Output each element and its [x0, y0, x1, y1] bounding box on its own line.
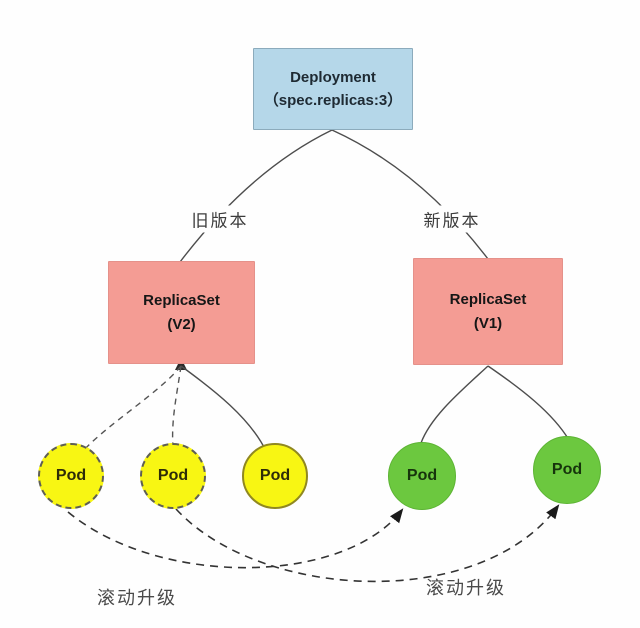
- replicaset-v1-node: ReplicaSet (V1): [413, 258, 563, 365]
- new-version-label: 新版本: [420, 205, 484, 233]
- pod-new-2: Pod: [533, 436, 601, 504]
- deployment-title: Deployment: [290, 68, 376, 86]
- replicaset-v1-name: ReplicaSet: [449, 291, 527, 309]
- replicaset-v1-version: (V1): [473, 314, 503, 332]
- pod-old-1-label: Pod: [55, 467, 87, 484]
- edge-rs-v1-to-pod5: [487, 365, 570, 441]
- pod-new-1: Pod: [388, 442, 456, 510]
- rolling-upgrade-label-right: 滚动升级: [426, 578, 506, 598]
- rs-v2-junction-arrowhead-icon: [175, 358, 187, 370]
- rolling-upgrade-label-left: 滚动升级: [97, 588, 177, 608]
- edge-rs-v2-to-pod2: [171, 365, 182, 448]
- rolling-upgrade-arrow-pod1-to-pod4: [67, 508, 404, 569]
- edge-rs-v1-to-pod4: [420, 365, 489, 444]
- pod-new-1-label: Pod: [406, 467, 438, 484]
- pod-old-2: Pod: [140, 443, 206, 509]
- edge-rs-v2-to-pod3: [180, 365, 267, 452]
- edge-rs-v2-to-pod1: [83, 365, 182, 451]
- edge-deployment-to-rs-v1: [331, 129, 489, 260]
- pod-old-2-label: Pod: [157, 467, 189, 484]
- deployment-replicas: （spec.replicas:3）: [263, 92, 403, 109]
- replicaset-v2-node: ReplicaSet (V2): [108, 261, 255, 364]
- rolling-upgrade-arrow-pod2-to-pod5: [175, 504, 560, 583]
- edge-deployment-to-rs-v2: [179, 129, 333, 263]
- pod-old-3-label: Pod: [259, 467, 291, 484]
- pod-old-1: Pod: [38, 443, 104, 509]
- old-version-label: 旧版本: [188, 205, 252, 233]
- pod-old-3: Pod: [242, 443, 308, 509]
- replicaset-v2-name: ReplicaSet: [143, 292, 220, 310]
- deployment-node: Deployment （spec.replicas:3）: [253, 48, 413, 130]
- replicaset-v2-version: (V2): [167, 315, 196, 333]
- pod-new-2-label: Pod: [551, 461, 583, 478]
